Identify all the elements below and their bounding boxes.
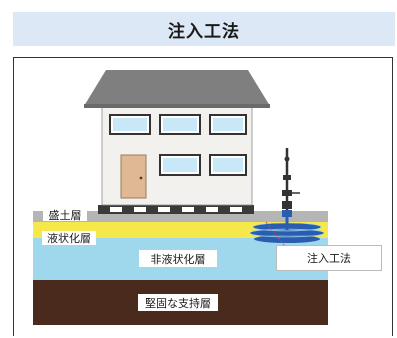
non-liquefaction-layer-label: 非液状化層 — [139, 250, 217, 267]
page-title: 注入工法 — [168, 21, 240, 42]
fill-layer-label: 盛土層 — [43, 208, 87, 222]
house-windows — [109, 114, 247, 176]
method-callout: 注入工法 — [276, 245, 382, 271]
foundation — [98, 205, 254, 214]
injection-rig — [282, 148, 300, 230]
house-door — [120, 154, 147, 199]
bearing-layer-label: 堅固な支持層 — [138, 294, 218, 311]
liquefaction-layer-label: 液状化層 — [42, 231, 96, 245]
foundation-vents — [110, 207, 242, 212]
fill-layer — [33, 211, 328, 222]
title-bar: 注入工法 — [13, 12, 395, 46]
diagram-frame — [13, 57, 393, 336]
house-roof — [84, 70, 270, 106]
